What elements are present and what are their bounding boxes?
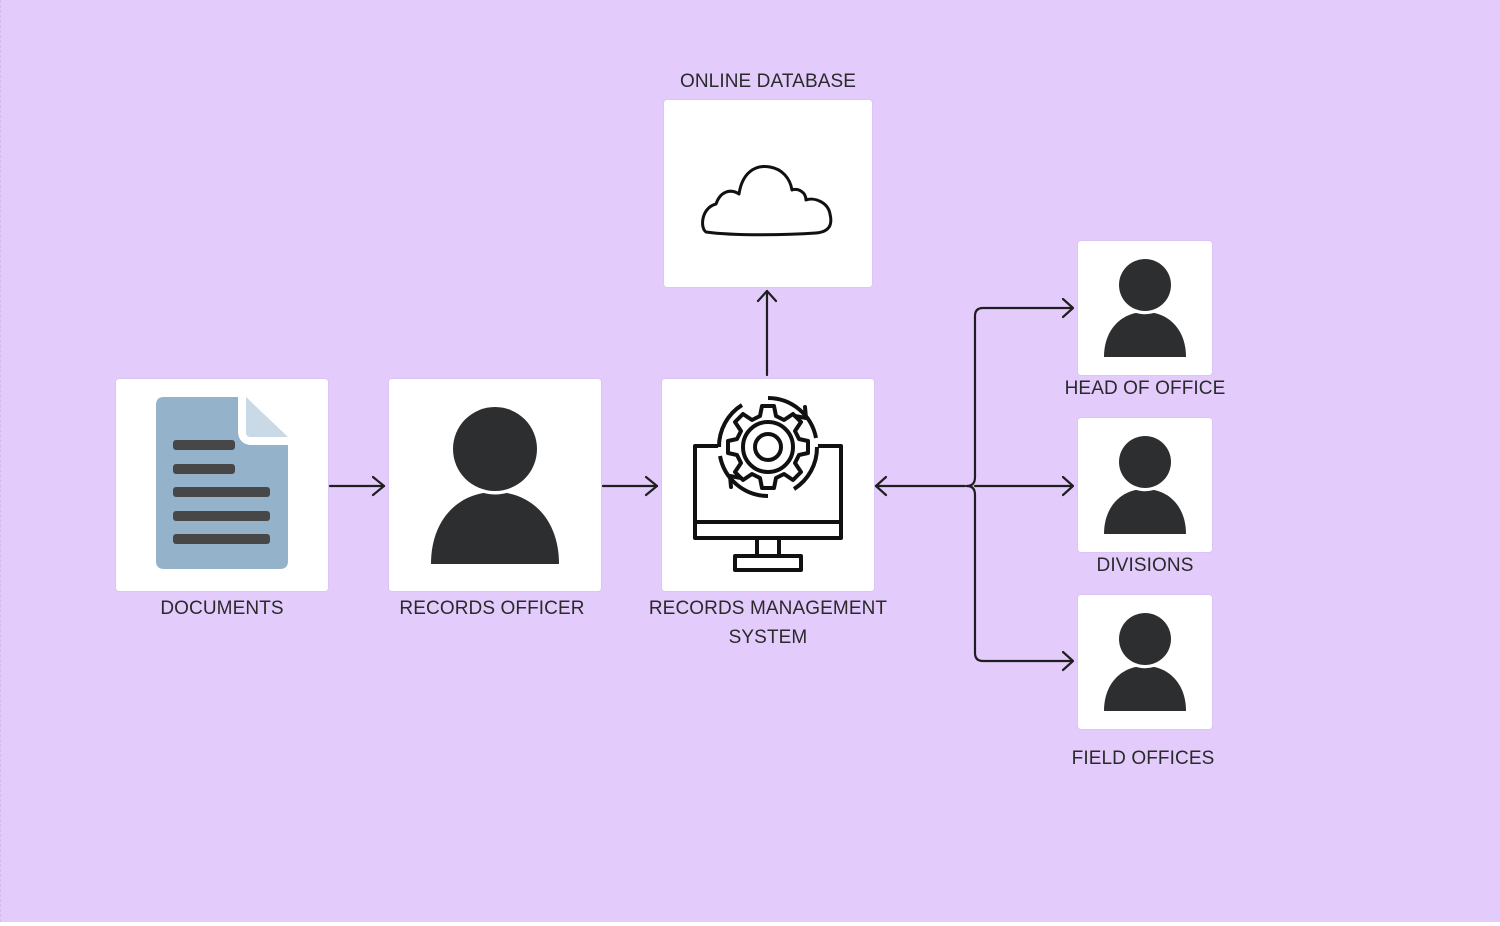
online-database-node[interactable] [664, 100, 872, 287]
online-database-label: ONLINE DATABASE [679, 71, 857, 92]
divisions-node[interactable] [1078, 418, 1212, 552]
divisions-label: DIVISIONS [1096, 555, 1194, 576]
document-icon [156, 393, 292, 569]
records-management-system-node[interactable] [662, 379, 874, 591]
documents-label: DOCUMENTS [160, 598, 284, 619]
documents-node[interactable] [116, 379, 328, 591]
head-of-office-node[interactable] [1078, 241, 1212, 375]
person-icon [1104, 432, 1186, 534]
cloud-icon [701, 164, 833, 237]
records-management-system-label: RECORDS MANAGEMENT SYSTEM [641, 594, 895, 652]
person-icon [431, 403, 559, 564]
records-officer-label: RECORDS OFFICER [399, 598, 585, 619]
field-offices-label: FIELD OFFICES [1071, 748, 1215, 769]
person-icon [1104, 255, 1186, 357]
records-officer-node[interactable] [389, 379, 601, 591]
computer-gear-icon [693, 396, 843, 572]
rms-label-line1: RECORDS MANAGEMENT [648, 598, 888, 619]
rms-label-line2: SYSTEM [728, 627, 808, 648]
field-offices-node[interactable] [1078, 595, 1212, 729]
person-icon [1104, 609, 1186, 711]
head-of-office-label: HEAD OF OFFICE [1064, 378, 1226, 399]
